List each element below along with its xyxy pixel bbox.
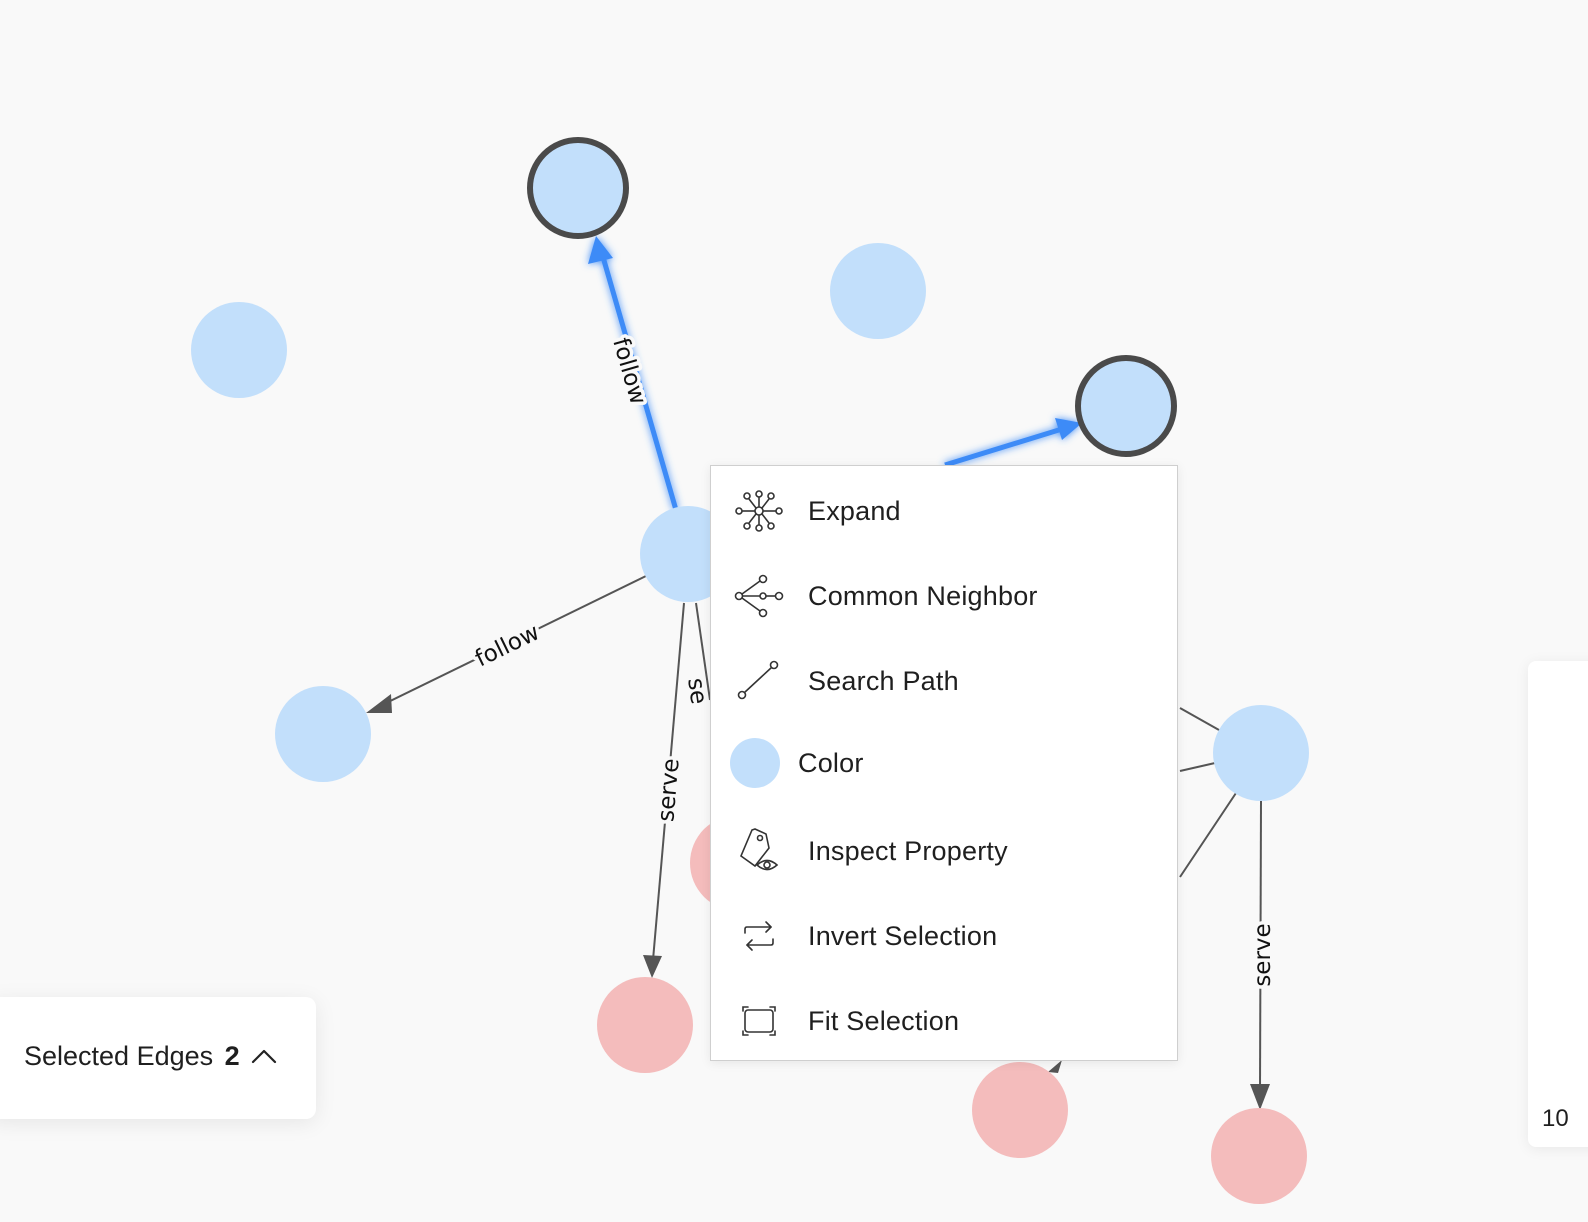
- selected-edges-text: Selected Edges: [24, 1041, 214, 1071]
- edge-right-1[interactable]: [1179, 707, 1220, 731]
- menu-item-common-neighbor[interactable]: Common Neighbor: [711, 556, 1177, 636]
- graph-node[interactable]: [1213, 705, 1309, 801]
- menu-item-label: Expand: [808, 495, 901, 526]
- edge-right-2[interactable]: [1179, 762, 1216, 772]
- menu-item-label: Inspect Property: [808, 835, 1008, 866]
- edge-serve-left[interactable]: [652, 602, 685, 961]
- context-menu: Expand Common Neighbor: [710, 465, 1178, 1061]
- arrowhead-selected: [588, 236, 613, 264]
- invert-selection-icon: [733, 910, 785, 962]
- graph-node-team[interactable]: [1211, 1108, 1307, 1204]
- menu-item-label: Color: [798, 747, 864, 778]
- selected-edges-label: Selected Edges 2: [24, 1041, 240, 1072]
- edges-default: [366, 575, 1270, 1110]
- side-panel: 10: [1528, 661, 1588, 1147]
- arrowhead: [643, 955, 662, 978]
- graph-node-selected[interactable]: [527, 137, 629, 239]
- edge-selected-right[interactable]: [944, 426, 1063, 468]
- expand-icon: [733, 485, 785, 537]
- edge-follow-left[interactable]: [377, 575, 647, 708]
- edge-label-follow: follow: [471, 619, 543, 672]
- edges-selected: [588, 236, 1082, 511]
- common-neighbor-icon: [733, 570, 785, 622]
- menu-item-fit-selection[interactable]: Fit Selection: [711, 981, 1177, 1061]
- menu-item-inspect-property[interactable]: Inspect Property: [711, 811, 1177, 891]
- menu-item-color[interactable]: Color: [711, 723, 1177, 803]
- edge-label-follow-selected: follow: [607, 335, 651, 407]
- menu-item-search-path[interactable]: Search Path: [711, 641, 1177, 721]
- menu-item-label: Common Neighbor: [808, 580, 1038, 611]
- edge-label-serve-partial: se: [682, 676, 711, 706]
- graph-node[interactable]: [191, 302, 287, 398]
- edge-label-serve-right: serve: [1250, 923, 1276, 986]
- arrowhead: [1048, 1060, 1062, 1073]
- menu-item-invert-selection[interactable]: Invert Selection: [711, 896, 1177, 976]
- color-swatch[interactable]: [729, 737, 781, 789]
- selected-edges-count: 2: [224, 1041, 240, 1071]
- selection-panel: Selected Edges 2: [0, 997, 316, 1119]
- menu-item-label: Search Path: [808, 665, 959, 696]
- menu-item-label: Fit Selection: [808, 1005, 960, 1036]
- menu-item-expand[interactable]: Expand: [711, 471, 1177, 551]
- edge-right-3[interactable]: [1179, 792, 1237, 878]
- color-swatch-circle: [730, 738, 780, 788]
- graph-node-team[interactable]: [597, 977, 693, 1073]
- graph-node[interactable]: [275, 686, 371, 782]
- inspect-property-icon: [733, 825, 785, 877]
- edge-label-serve-left: serve: [653, 757, 684, 822]
- edge-serve-right[interactable]: [1259, 800, 1262, 1091]
- edge-serve-partial[interactable]: [695, 602, 711, 701]
- graph-node-team[interactable]: [972, 1062, 1068, 1158]
- arrowhead-selected: [1055, 418, 1082, 440]
- menu-item-label: Invert Selection: [808, 920, 998, 951]
- arrowhead: [1250, 1084, 1270, 1110]
- graph-node-selected[interactable]: [1075, 355, 1177, 457]
- chevron-up-icon[interactable]: [248, 1041, 280, 1073]
- arrowhead: [366, 694, 392, 713]
- edge-follow-selected[interactable]: [600, 256, 679, 511]
- side-panel-text: 10: [1542, 1105, 1569, 1132]
- search-path-icon: [733, 655, 785, 707]
- fit-selection-icon: [733, 995, 785, 1047]
- graph-node[interactable]: [830, 243, 926, 339]
